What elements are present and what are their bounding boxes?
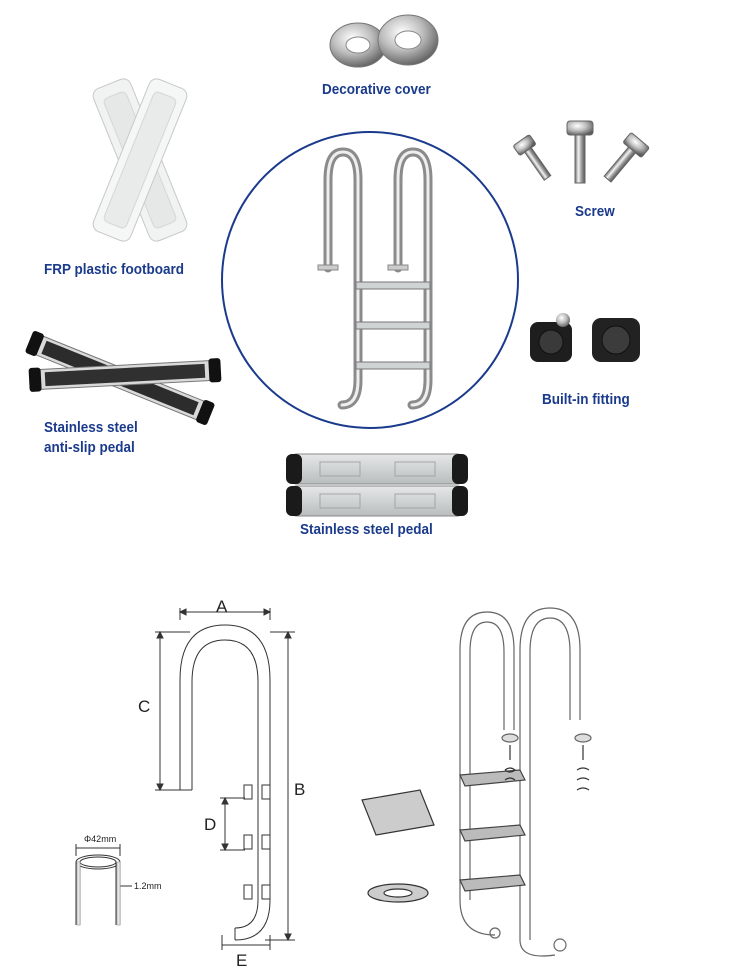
dimension-d: D [204, 815, 216, 834]
ladder-photo [317, 147, 433, 410]
decorative-cover-label: Decorative cover [322, 81, 431, 98]
dimension-b: B [294, 780, 305, 799]
frp-footboard-label: FRP plastic footboard [44, 261, 185, 278]
screw-image [513, 120, 650, 184]
decorative-cover-image [329, 14, 439, 68]
featured-ladder-circle [221, 131, 519, 429]
screw-label: Screw [575, 203, 615, 220]
anti-slip-pedal-label-line2: anti-slip pedal [44, 439, 135, 456]
built-in-fitting-image [530, 313, 640, 362]
dimension-c: C [138, 697, 150, 716]
stainless-pedal-image [286, 453, 468, 517]
parts-illustration [25, 14, 650, 517]
exploded-ladder-drawing [361, 607, 592, 957]
technical-drawing: A C B D E Φ42mm 1.2mm [75, 597, 592, 970]
dimension-e: E [236, 951, 247, 970]
rail-outline-outer [179, 624, 271, 941]
stainless-pedal-label: Stainless steel pedal [300, 521, 433, 538]
frp-footboard-image [92, 78, 188, 242]
tube-diameter-label: Φ42mm [84, 834, 116, 844]
built-in-fitting-label: Built-in fitting [542, 391, 630, 408]
anti-slip-pedal-image [25, 331, 222, 425]
dimension-a: A [216, 597, 228, 616]
wall-thickness-label: 1.2mm [134, 881, 162, 891]
anti-slip-pedal-label-line1: Stainless steel [44, 419, 138, 436]
rail-outline-inner [191, 639, 259, 929]
